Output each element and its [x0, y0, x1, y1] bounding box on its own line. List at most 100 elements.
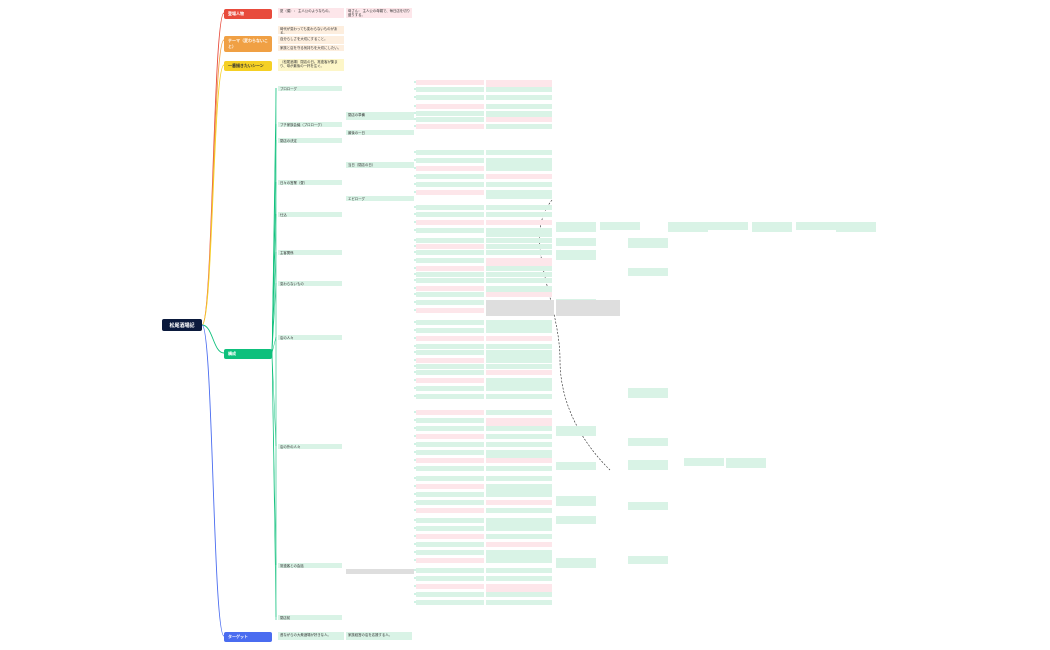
section-14[interactable]: エピローグ — [346, 196, 414, 201]
green-link-10 — [271, 352, 277, 618]
leaf-b-53 — [486, 526, 552, 531]
section-9[interactable]: 常連客との会話 — [278, 563, 342, 568]
leaf-a-51 — [416, 508, 484, 513]
leaf-b-31 — [486, 344, 552, 349]
section-10[interactable]: 閉店前 — [278, 615, 342, 620]
branch-green[interactable]: 構成 — [224, 349, 272, 359]
leaf-b-30 — [486, 336, 552, 341]
section-12[interactable]: 最後の一日 — [346, 130, 414, 135]
root-to-orange — [201, 39, 225, 326]
leaf-c-8 — [556, 558, 596, 568]
leaf-b-24 — [486, 286, 552, 295]
leaf-c-2 — [556, 250, 596, 260]
leaf-a-32 — [416, 350, 484, 355]
green-link-8 — [271, 352, 277, 447]
green-link-4 — [271, 213, 277, 354]
branch-red[interactable]: 登場人物 — [224, 9, 272, 19]
leaf-c-21 — [684, 458, 724, 466]
leaf-b-15 — [486, 220, 552, 225]
gray-note-3 — [346, 569, 414, 574]
branch-blue[interactable]: ターゲット — [224, 632, 272, 642]
section-13[interactable]: 当日（閉店の日） — [346, 162, 414, 168]
section-4[interactable]: 仕込 — [278, 212, 342, 217]
root-to-red — [201, 12, 225, 326]
section-3[interactable]: 日々の営業（昼） — [278, 180, 342, 185]
orange-line-3: 家族と店を守る気持ちを大切にしたい。 — [278, 45, 344, 51]
leaf-c-1 — [556, 238, 596, 246]
leaf-a-20 — [416, 258, 484, 263]
leaf-a-55 — [416, 542, 484, 547]
leaf-b-45 — [486, 458, 552, 463]
leaf-b-21 — [486, 266, 552, 271]
section-7[interactable]: 店の人々 — [278, 335, 342, 340]
leaf-a-13 — [416, 205, 484, 210]
leaf-c-15 — [628, 556, 668, 564]
branch-orange[interactable]: テーマ（変わらないこと） — [224, 36, 272, 52]
leaf-a-44 — [416, 450, 484, 455]
blue-line-2: 家族経営の店を応援する人。 — [346, 632, 412, 640]
leaf-b-40 — [486, 418, 552, 427]
green-link-6 — [271, 282, 277, 354]
leaf-b-23 — [486, 278, 552, 283]
leaf-b-32 — [486, 350, 552, 359]
leaf-c-4 — [556, 426, 596, 436]
leaf-a-45 — [416, 458, 484, 463]
leaf-b-35 — [486, 370, 552, 375]
leaf-b-39 — [486, 410, 552, 415]
section-6[interactable]: 変わらないもの — [278, 281, 342, 286]
leaf-a-26 — [416, 300, 484, 305]
leaf-c-22 — [726, 458, 766, 468]
leaf-b-5 — [486, 117, 552, 122]
leaf-a-52 — [416, 518, 484, 523]
leaf-a-31 — [416, 344, 484, 349]
leaf-c-16 — [668, 222, 708, 232]
leaf-b-54 — [486, 534, 552, 539]
leaf-c-13 — [628, 438, 668, 446]
leaf-b-38 — [486, 394, 552, 399]
leaf-b-56 — [486, 550, 552, 559]
leaf-a-54 — [416, 534, 484, 539]
leaf-a-56 — [416, 550, 484, 555]
leaf-b-2 — [486, 95, 552, 100]
section-2[interactable]: 閉店の決定 — [278, 138, 342, 143]
leaf-b-4 — [486, 111, 552, 120]
leaf-c-5 — [556, 462, 596, 470]
leaf-c-23 — [628, 502, 668, 510]
leaf-a-29 — [416, 328, 484, 333]
leaf-b-10 — [486, 174, 552, 179]
leaf-a-46 — [416, 466, 484, 471]
leaf-b-51 — [486, 508, 552, 513]
leaf-b-55 — [486, 542, 552, 547]
section-5[interactable]: 主客関係 — [278, 250, 342, 255]
leaf-a-7 — [416, 150, 484, 155]
gray-note-1 — [486, 300, 554, 316]
leaf-a-15 — [416, 220, 484, 225]
yellow-line-1: （松尾酒場）閉店の日。常連客が集まり、母が最後の一杯を注ぐ。 — [278, 59, 344, 71]
leaf-b-61 — [486, 592, 552, 597]
section-0[interactable]: プロローグ — [278, 86, 342, 91]
leaf-a-0 — [416, 80, 484, 85]
leaf-a-37 — [416, 386, 484, 391]
leaf-b-59 — [486, 576, 552, 581]
leaf-c-18 — [752, 222, 792, 232]
leaf-a-47 — [416, 476, 484, 481]
green-link-7 — [271, 336, 277, 354]
section-1[interactable]: プチ家族会議（プロローグ） — [278, 122, 342, 127]
leaf-a-10 — [416, 174, 484, 179]
branch-yellow[interactable]: 一番描きたいシーン — [224, 61, 272, 71]
section-11[interactable]: 閉店の準備 — [346, 112, 414, 120]
leaf-a-3 — [416, 104, 484, 109]
leaf-a-42 — [416, 434, 484, 439]
cross-link-dashed — [539, 199, 611, 471]
leaf-b-22 — [486, 272, 552, 277]
leaf-a-60 — [416, 584, 484, 589]
leaf-a-50 — [416, 500, 484, 505]
root-node[interactable]: 松尾酒場記 — [162, 319, 202, 331]
section-8[interactable]: 店の外の人々 — [278, 444, 342, 449]
leaf-a-33 — [416, 358, 484, 363]
leaf-b-33 — [486, 358, 552, 363]
leaf-b-18 — [486, 244, 552, 249]
leaf-a-22 — [416, 272, 484, 277]
leaf-b-49 — [486, 492, 552, 497]
